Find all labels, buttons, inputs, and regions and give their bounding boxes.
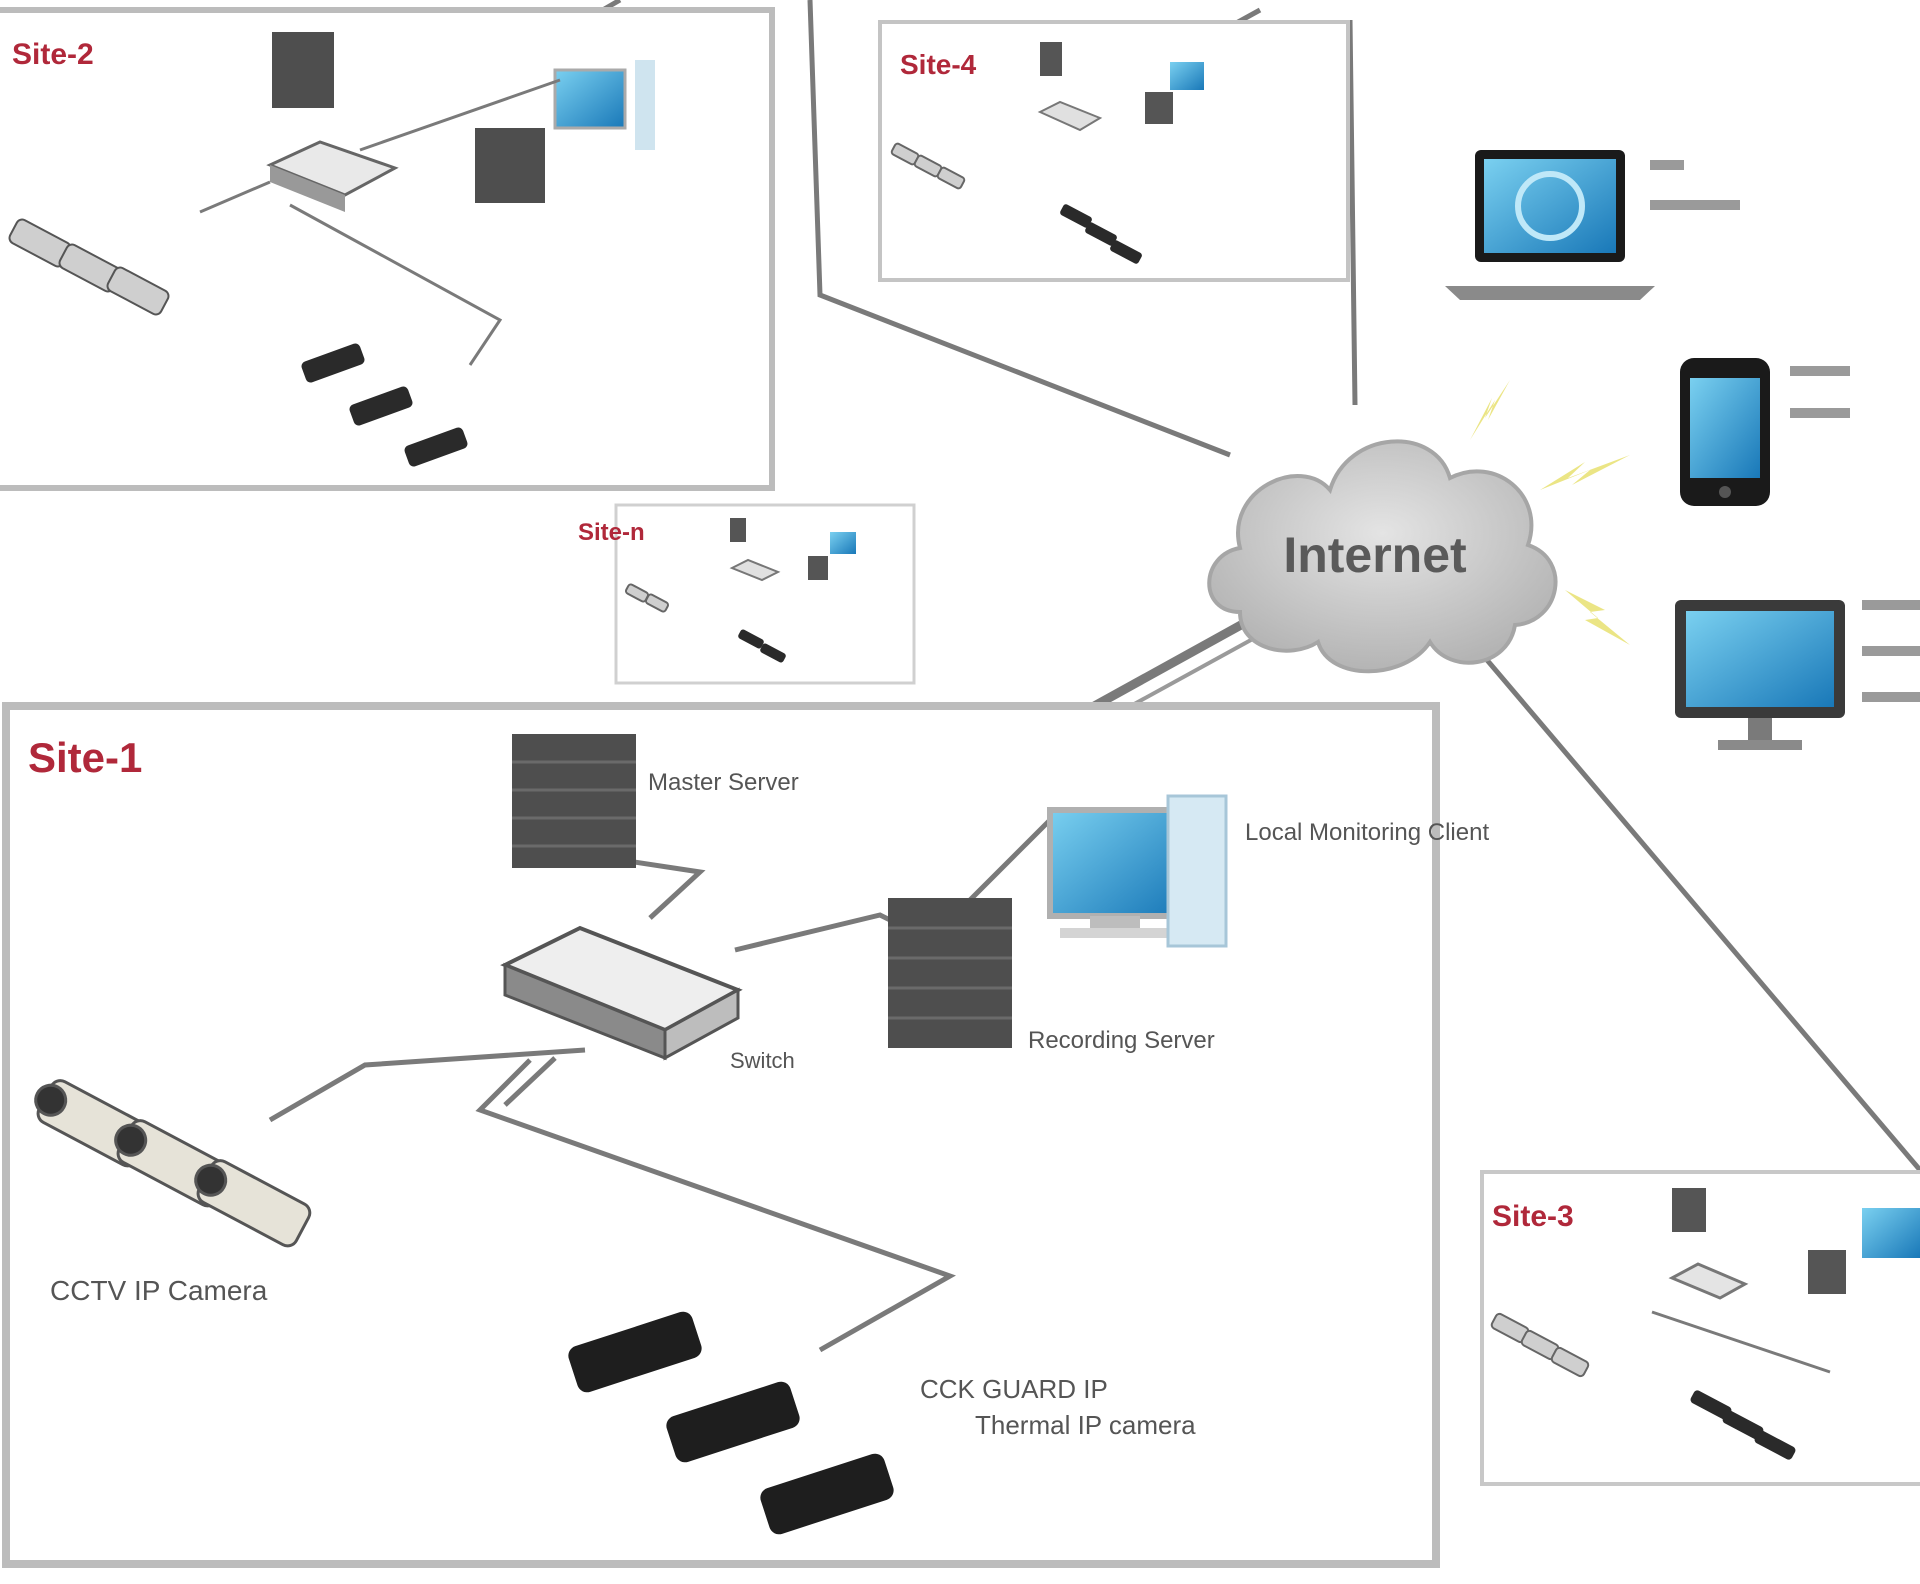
site-3-thermal-cameras-icon	[1690, 1390, 1796, 1460]
web-access-label-placeholder	[1650, 160, 1740, 210]
cctv-cameras-label: CCTV IP Camera	[50, 1275, 268, 1306]
thermal-label-line1: CCK GUARD IP	[920, 1374, 1108, 1404]
site-3-title: Site-3	[1492, 1200, 1574, 1233]
remote-monitoring-label-placeholder	[1862, 600, 1920, 702]
site-4-title: Site-4	[900, 49, 977, 80]
site-2-master-server-icon	[272, 32, 334, 108]
site-2-frame	[0, 7, 775, 491]
site-3-monitoring-client-icon	[1862, 1208, 1920, 1258]
site-3-switch-icon	[1668, 1262, 1749, 1300]
site-2-thermal-cameras-icon	[301, 343, 468, 467]
site-4-monitoring-client-icon	[1170, 62, 1204, 90]
signal-bolts	[1470, 380, 1630, 645]
mobile-access-phone-icon	[1680, 358, 1770, 506]
site-1-panel: Site-1 Master Server Switch	[2, 702, 1489, 1568]
switch-icon	[500, 925, 743, 1061]
master-server-icon	[512, 734, 636, 868]
web-access-laptop-icon	[1445, 150, 1655, 300]
site-2-panel: Site-2	[0, 7, 775, 491]
site-4-panel: Site-4	[878, 20, 1350, 282]
site-2-lan-cable	[199, 78, 561, 366]
local-monitoring-label: Local Monitoring Client	[1245, 819, 1489, 846]
site-3-panel: Site-3	[1480, 1170, 1920, 1486]
thermal-label-line2: Thermal IP camera	[975, 1410, 1196, 1440]
switch-label: Switch	[730, 1048, 795, 1073]
recording-server-label: Recording Server	[1028, 1027, 1215, 1054]
site-n-master-server-icon	[730, 518, 746, 542]
site-2-monitoring-client-icon	[553, 60, 655, 150]
site-n-panel: Site-n	[578, 503, 916, 685]
site-3-master-server-icon	[1672, 1188, 1706, 1232]
site-n-frame	[614, 503, 916, 685]
site-1-title: Site-1	[28, 734, 142, 781]
cctv-cameras-icon	[34, 1079, 312, 1248]
master-server-label: Master Server	[648, 769, 799, 796]
remote-monitoring-monitor-icon	[1675, 600, 1845, 750]
site-4-thermal-cameras-icon	[1060, 204, 1142, 264]
recording-server-icon	[888, 898, 1012, 1048]
site-3-recording-server-icon	[1808, 1250, 1846, 1294]
site-n-cctv-cameras-icon	[624, 583, 670, 613]
site-n-thermal-cameras-icon	[738, 629, 786, 663]
site-4-recording-server-icon	[1145, 92, 1173, 124]
site-2-recording-server-icon	[475, 128, 545, 203]
site-n-switch-icon	[729, 558, 781, 582]
internet-label: Internet	[1283, 527, 1467, 583]
site-n-monitoring-client-icon	[830, 532, 856, 554]
site-n-title: Site-n	[578, 519, 645, 546]
site-3-lan-cable	[1651, 1310, 1831, 1374]
cable-internet-site3	[1468, 638, 1920, 1172]
site-n-recording-server-icon	[808, 556, 828, 580]
local-monitoring-client-icon	[1047, 794, 1228, 948]
site-4-switch-icon	[1037, 100, 1103, 132]
thermal-cameras-icon	[568, 1311, 894, 1535]
site-2-cctv-cameras-icon	[8, 218, 170, 316]
site-4-cctv-cameras-icon	[890, 142, 966, 190]
site-2-switch-icon	[266, 140, 399, 212]
site-2-title: Site-2	[12, 38, 94, 71]
internet-cloud-icon: Internet	[1207, 439, 1558, 674]
site-4-master-server-icon	[1040, 42, 1062, 76]
mobile-access-label-placeholder	[1790, 366, 1850, 418]
site-3-cctv-cameras-icon	[1490, 1312, 1590, 1378]
